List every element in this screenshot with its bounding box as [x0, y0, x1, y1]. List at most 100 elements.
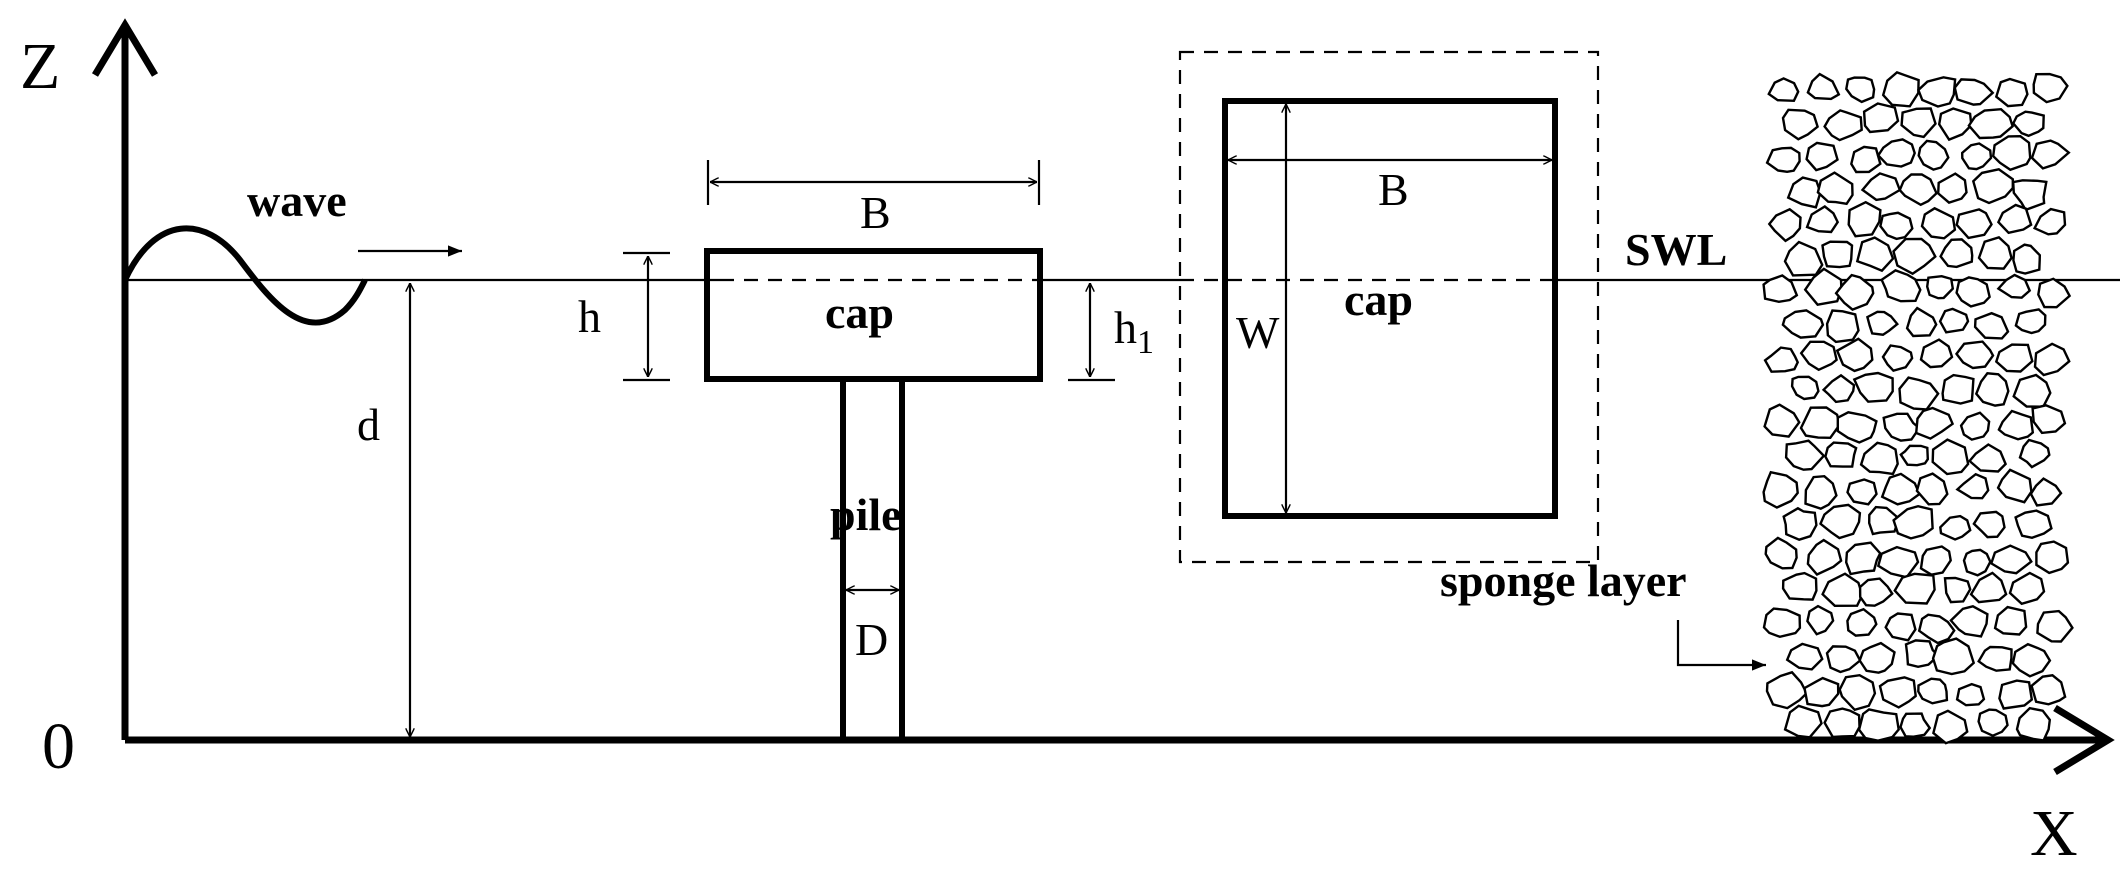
- side-view-cap: [704, 248, 1043, 382]
- swl-label: SWL: [1625, 224, 1727, 275]
- sponge-rock: [2015, 706, 2052, 742]
- sponge-rock: [1994, 77, 2029, 108]
- sponge-rock: [1762, 274, 1799, 304]
- sponge-rock: [1939, 238, 1974, 269]
- sponge-rock: [1782, 506, 1818, 541]
- sponge-rock: [1858, 577, 1894, 607]
- sponge-rock: [2012, 373, 2052, 408]
- sponge-rock: [1834, 273, 1875, 311]
- sponge-rock: [1880, 472, 1921, 506]
- sponge-rock: [1821, 240, 1854, 269]
- top-view-cap: [1222, 98, 1558, 519]
- sponge-rock: [1867, 505, 1899, 536]
- sponge-rock: [2036, 609, 2074, 643]
- sponge-rock: [2011, 110, 2045, 138]
- sponge-rock: [1823, 109, 1863, 142]
- sponge-rock: [1805, 205, 1840, 234]
- sponge-rock: [1835, 337, 1874, 373]
- sponge-rock: [1996, 203, 2033, 235]
- wave-label: wave: [247, 175, 347, 226]
- side-b-label: B: [860, 187, 891, 238]
- sponge-rock: [2030, 674, 2067, 706]
- sponge-rock: [1799, 340, 1838, 372]
- h1-label: h1: [1114, 302, 1154, 361]
- sponge-rock: [1781, 309, 1825, 339]
- sponge-rock: [2032, 72, 2069, 104]
- sponge-rock: [1977, 708, 2009, 738]
- sponge-rock: [1804, 474, 1838, 510]
- x-axis-label: X: [2030, 797, 2078, 870]
- sponge-rock: [1969, 571, 2008, 604]
- sponge-rock: [1941, 373, 1975, 405]
- sponge-rock: [2030, 139, 2071, 170]
- sponge-rock: [1764, 536, 1798, 570]
- sponge-rock: [2032, 207, 2067, 236]
- sponge-rock: [1846, 478, 1878, 506]
- sponge-rock: [2018, 438, 2051, 469]
- sponge-rock: [1977, 645, 2013, 672]
- sponge-rock: [1962, 548, 1992, 577]
- sponge-rock: [1892, 237, 1937, 276]
- sponge-rock: [1972, 510, 2006, 539]
- sponge-rock: [1925, 274, 1955, 300]
- sponge-rock: [1997, 409, 2035, 441]
- sponge-rock: [2011, 642, 2052, 678]
- sponge-rock: [1881, 344, 1914, 373]
- sponge-rock: [1920, 206, 1957, 240]
- sponge-rock: [1931, 637, 1976, 676]
- sponge-rock: [1973, 311, 2010, 340]
- depth-label: d: [357, 399, 380, 450]
- top-view-dashed-boundary: [1178, 50, 1600, 564]
- sponge-rock: [1803, 676, 1840, 708]
- sponge-rock: [1893, 572, 1936, 605]
- side-width-dimension: [706, 160, 1041, 205]
- sponge-rock: [1846, 607, 1878, 637]
- sponge-rock: [1762, 470, 1799, 509]
- sponge-rock: [1855, 236, 1895, 273]
- sponge-rock: [1838, 673, 1877, 712]
- z-axis: [91, 18, 159, 740]
- sponge-rock: [1967, 443, 2008, 473]
- sponge-rock: [2008, 571, 2046, 606]
- sponge-rock: [1823, 707, 1861, 739]
- sponge-rock: [1785, 642, 1824, 671]
- side-cap-label: cap: [825, 287, 894, 338]
- sponge-rock: [1994, 343, 2034, 373]
- origin-label: 0: [42, 710, 75, 783]
- sponge-rock: [1844, 541, 1882, 576]
- sponge-rock: [1858, 641, 1896, 674]
- sponge-rock: [1949, 605, 1989, 638]
- sponge-rock: [2033, 342, 2071, 377]
- cap-draft-dimension: [1068, 283, 1115, 382]
- sponge-rock: [2035, 540, 2070, 575]
- sponge-rock: [1892, 504, 1934, 540]
- pile-label: pile: [830, 489, 902, 540]
- sponge-rock: [1882, 412, 1921, 442]
- sponge-rock: [1905, 306, 1938, 338]
- sponge-rock: [1865, 310, 1899, 336]
- sponge-rock: [1786, 176, 1822, 209]
- sponge-rock: [1914, 406, 1955, 440]
- sponge-rock: [1859, 441, 1899, 476]
- sponge-rock: [1784, 439, 1826, 471]
- sponge-rock: [1936, 172, 1968, 204]
- sponge-rock: [1998, 679, 2034, 710]
- sponge-rock: [1806, 72, 1841, 101]
- sponge-rock: [1955, 276, 1991, 308]
- sponge-rock: [1932, 709, 1969, 745]
- sponge-rock: [1917, 613, 1956, 645]
- sponge-rock: [1825, 309, 1860, 344]
- sponge-rock: [1960, 142, 1993, 171]
- sponge-rock: [1819, 503, 1862, 540]
- sponge-rock: [1821, 373, 1856, 404]
- sponge-rock: [1919, 545, 1952, 576]
- sponge-rock: [1898, 173, 1938, 207]
- sponge-rock: [1836, 411, 1878, 444]
- sponge-rock: [1915, 472, 1949, 506]
- sponge-layer-rocks: [1762, 71, 2074, 745]
- sponge-rock: [1783, 240, 1824, 277]
- sponge-rock: [1931, 438, 1970, 476]
- sponge-rock: [1862, 102, 1900, 134]
- sponge-rock: [1971, 168, 2015, 205]
